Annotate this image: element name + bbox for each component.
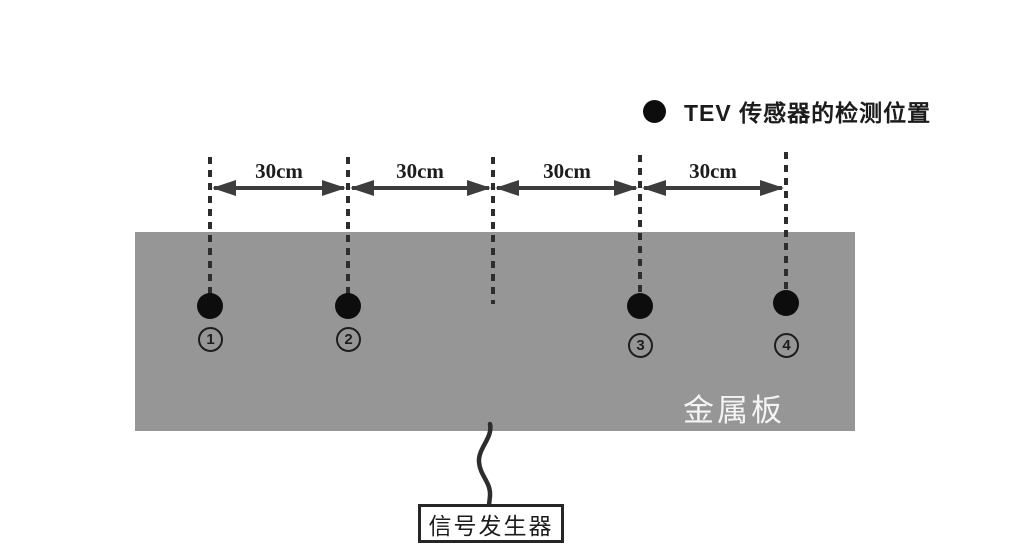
spacing-label-2: 30cm bbox=[396, 159, 444, 183]
sensor-dot-4 bbox=[773, 290, 799, 316]
sensor-number-2: 2 bbox=[336, 327, 361, 352]
sensor-number-1: 1 bbox=[198, 327, 223, 352]
spacing-label-4: 30cm bbox=[689, 159, 737, 183]
legend-label: TEV 传感器的检测位置 bbox=[684, 100, 932, 126]
sensor-number-4: 4 bbox=[774, 333, 799, 358]
sensor-dot-icon bbox=[643, 99, 666, 123]
sensor-dot-3 bbox=[627, 293, 653, 319]
signal-generator-box: 信号发生器 bbox=[418, 504, 564, 543]
signal-cable bbox=[476, 421, 493, 508]
spacing-label-1: 30cm bbox=[255, 159, 303, 183]
spacing-arrow-3 bbox=[495, 180, 638, 196]
sensor-number-3: 3 bbox=[628, 333, 653, 358]
signal-generator-label: 信号发生器 bbox=[428, 512, 554, 539]
legend: TEV 传感器的检测位置 bbox=[643, 94, 931, 128]
sensor-dot-2 bbox=[335, 293, 361, 319]
spacing-arrow-1 bbox=[212, 180, 346, 196]
spacing-arrow-2 bbox=[350, 180, 491, 196]
spacing-arrow-4 bbox=[642, 180, 784, 196]
spacing-label-3: 30cm bbox=[543, 159, 591, 183]
metal-plate-label: 金属板 bbox=[683, 393, 785, 428]
sensor-dot-1 bbox=[197, 293, 223, 319]
